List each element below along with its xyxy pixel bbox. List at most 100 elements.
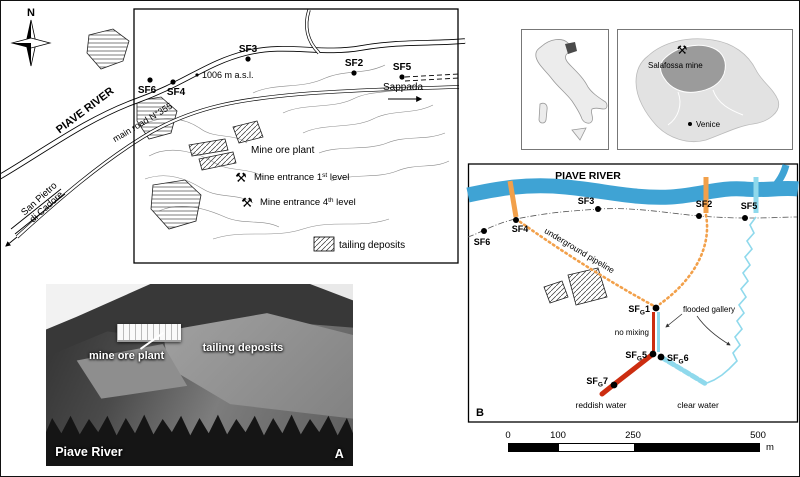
legend-tailing-deposits: tailing deposits — [313, 236, 405, 252]
tailing-polygon-1 — [543, 280, 569, 304]
scale-segment-2 — [634, 444, 759, 451]
sf4-gallery-bar — [507, 180, 519, 218]
label-san-pietro: San Pietro di Cadore — [19, 180, 66, 225]
sf6-dot-b — [481, 228, 487, 234]
label-sf6-b: SF6 — [474, 237, 491, 247]
sicily — [571, 127, 587, 141]
sf3-dot — [245, 56, 251, 62]
label-sf3: SF3 — [239, 44, 258, 55]
label-mine-ore-plant: Mine ore plant — [251, 145, 315, 156]
scale-tick-0: 0 — [505, 430, 511, 441]
hatched-areas — [86, 28, 264, 230]
flooded-gallery-arrow-2 — [696, 315, 731, 346]
sfg6-dot — [657, 353, 665, 361]
flooded-gallery-arrow-1 — [665, 313, 683, 328]
label-sf2: SF2 — [345, 58, 364, 69]
spot-elevation-dot — [195, 73, 199, 77]
province-borders — [667, 89, 744, 126]
sfg1-dot — [652, 304, 660, 312]
sf5-dot-b — [742, 215, 748, 221]
compass-north-label: N — [27, 7, 35, 19]
label-sappada: Sappada — [383, 82, 423, 93]
scale-tick-100: 100 — [550, 430, 566, 441]
sf2-dot — [351, 70, 357, 76]
sardinia — [538, 102, 548, 124]
label-no-mixing: no mixing — [615, 328, 649, 337]
inset-region-map: ⚒ Salafossa mine Venice — [635, 38, 780, 142]
sf4-dot-b — [513, 217, 519, 223]
scale-bar: 0 100 250 500 m — [488, 430, 788, 460]
label-elevation: 1006 m a.s.l. — [202, 70, 254, 80]
gallery-points: SFG1 SFG5 SFG6 SFG7 — [586, 304, 688, 389]
sf6-dot — [147, 77, 153, 83]
underground-pipeline — [514, 213, 709, 308]
panel-b-letter: B — [476, 407, 484, 419]
label-flooded-gallery: flooded gallery — [683, 305, 735, 314]
sf3-dot-b — [595, 206, 601, 212]
hatched-blob-nw — [86, 28, 130, 70]
legend-mine-entrance-4: ⚒ Mine entrance 4th level — [241, 195, 356, 210]
mine-entrance-4-icon: ⚒ — [241, 195, 253, 210]
inset-italy — [521, 29, 609, 150]
contour-lines — [140, 64, 450, 240]
province-belluno — [660, 44, 726, 93]
san-pietro-road — [5, 188, 66, 247]
river-branch — [769, 164, 790, 192]
dashed-road-2 — [404, 77, 460, 82]
label-mine-entrance-1: Mine entrance 1st level — [254, 172, 349, 183]
label-sfg6: SFG6 — [667, 353, 689, 366]
photo-panel-letter: A — [334, 446, 344, 461]
sf5-dot — [399, 74, 405, 80]
highlighted-region — [565, 42, 577, 54]
label-piave-river-b: PIAVE RIVER — [555, 170, 621, 182]
label-clear-water: clear water — [677, 400, 719, 410]
photo-label-plant: mine ore plant — [88, 349, 165, 362]
photo-panel-a: mine ore plant tailing deposits Piave Ri… — [46, 284, 353, 466]
photo-label-river: Piave River — [55, 444, 123, 459]
mine-entrance-1-icon: ⚒ — [235, 170, 247, 185]
scale-tick-500: 500 — [750, 430, 766, 441]
label-sf4-b: SF4 — [512, 224, 529, 234]
panel-b: PIAVE RIVER underground pipeline SF3 — [466, 163, 799, 423]
label-tailing-legend: tailing deposits — [339, 240, 405, 251]
salafossa-mine-icon: ⚒ — [677, 43, 688, 57]
inset-region: ⚒ Salafossa mine Venice — [617, 29, 793, 150]
clear-water-wavy-line — [706, 216, 757, 384]
mine-plant-building-2 — [198, 151, 237, 171]
italy-outline — [535, 39, 608, 124]
sample-points-sketch: SF3 SF2 SF5 SF6 SF4 — [138, 44, 412, 98]
label-salafossa-mine: Salafossa mine — [648, 61, 703, 70]
mine-plant-building-1 — [188, 138, 229, 157]
scale-bar-rule — [508, 443, 760, 452]
panel-b-frame — [467, 163, 799, 423]
reddish-water-line — [599, 351, 656, 397]
label-sfg1: SFG1 — [628, 304, 650, 317]
photo-label-tailing: tailing deposits — [202, 342, 284, 355]
road-line-b — [467, 208, 798, 238]
label-sf4: SF4 — [167, 87, 186, 98]
label-venice: Venice — [696, 120, 721, 129]
main-road — [15, 73, 460, 239]
tailing-legend-swatch — [313, 236, 335, 252]
piave-river-line — [1, 9, 466, 180]
label-reddish-water: reddish water — [575, 400, 626, 410]
label-sf5-b: SF5 — [741, 201, 758, 211]
clear-water-line — [658, 354, 709, 387]
sketch-map-frame — [133, 8, 459, 264]
tailing-polygon-2 — [567, 267, 608, 306]
venice-dot — [688, 122, 692, 126]
dashed-road-1 — [404, 73, 460, 78]
label-sfg5: SFG5 — [625, 350, 647, 363]
legend-mine-entrance-1: ⚒ Mine entrance 1st level — [235, 170, 349, 185]
sf4-dot — [170, 79, 176, 85]
hatched-blob-west — [136, 96, 178, 140]
inset-italy-map — [535, 39, 608, 141]
photo-mine-ore-plant-building — [116, 324, 182, 343]
scale-segment-1 — [509, 444, 559, 451]
label-mine-entrance-4: Mine entrance 4th level — [260, 197, 356, 208]
sample-points-b: SF3 SF2 SF5 SF4 SF6 — [474, 196, 758, 247]
tailing-areas-b — [543, 267, 608, 306]
sfg5-dot — [649, 350, 657, 358]
sf2-dot-b — [696, 213, 702, 219]
